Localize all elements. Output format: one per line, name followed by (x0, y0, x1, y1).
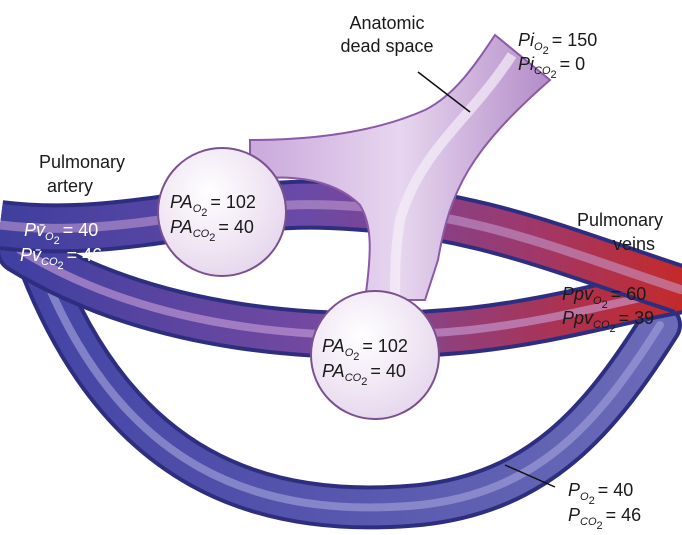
mixed-venous-po2: Pv̄O2= 40 (24, 220, 98, 247)
pulmonary-artery-label-line1: Pulmonary (39, 152, 125, 172)
lower-alveolus-pco2: PACO2= 40 (322, 361, 406, 388)
shunt-pco2: PCO2= 46 (568, 505, 641, 532)
upper-alveolus-po2: PAO2= 102 (170, 192, 256, 219)
anatomic-leader-line (417, 71, 471, 113)
lower-alveolus (310, 290, 440, 420)
shunt-po2: PO2= 40 (568, 480, 633, 507)
anatomic-label-line1: Anatomic (349, 13, 424, 33)
inspired-pco2: PiCO2= 0 (518, 54, 585, 81)
upper-alveolus-pco2: PACO2= 40 (170, 217, 254, 244)
inspired-po2: PiO2= 150 (518, 30, 597, 57)
pulmonary-veins-label-line2: veins (613, 234, 655, 254)
pulmonary-artery-label-line2: artery (47, 176, 93, 196)
lower-alveolus-po2: PAO2= 102 (322, 336, 408, 363)
anatomic-label-line2: dead space (340, 36, 433, 56)
pulmonary-vein-pco2: PpvCO2= 39 (562, 308, 654, 335)
pulmonary-vein-po2: PpvO2= 60 (562, 284, 646, 311)
pulmonary-veins-label-line1: Pulmonary (577, 210, 663, 230)
mixed-venous-pco2: Pv̄CO2= 46 (20, 245, 102, 272)
shunt-leader-line (504, 464, 556, 488)
upper-alveolus (157, 147, 287, 277)
